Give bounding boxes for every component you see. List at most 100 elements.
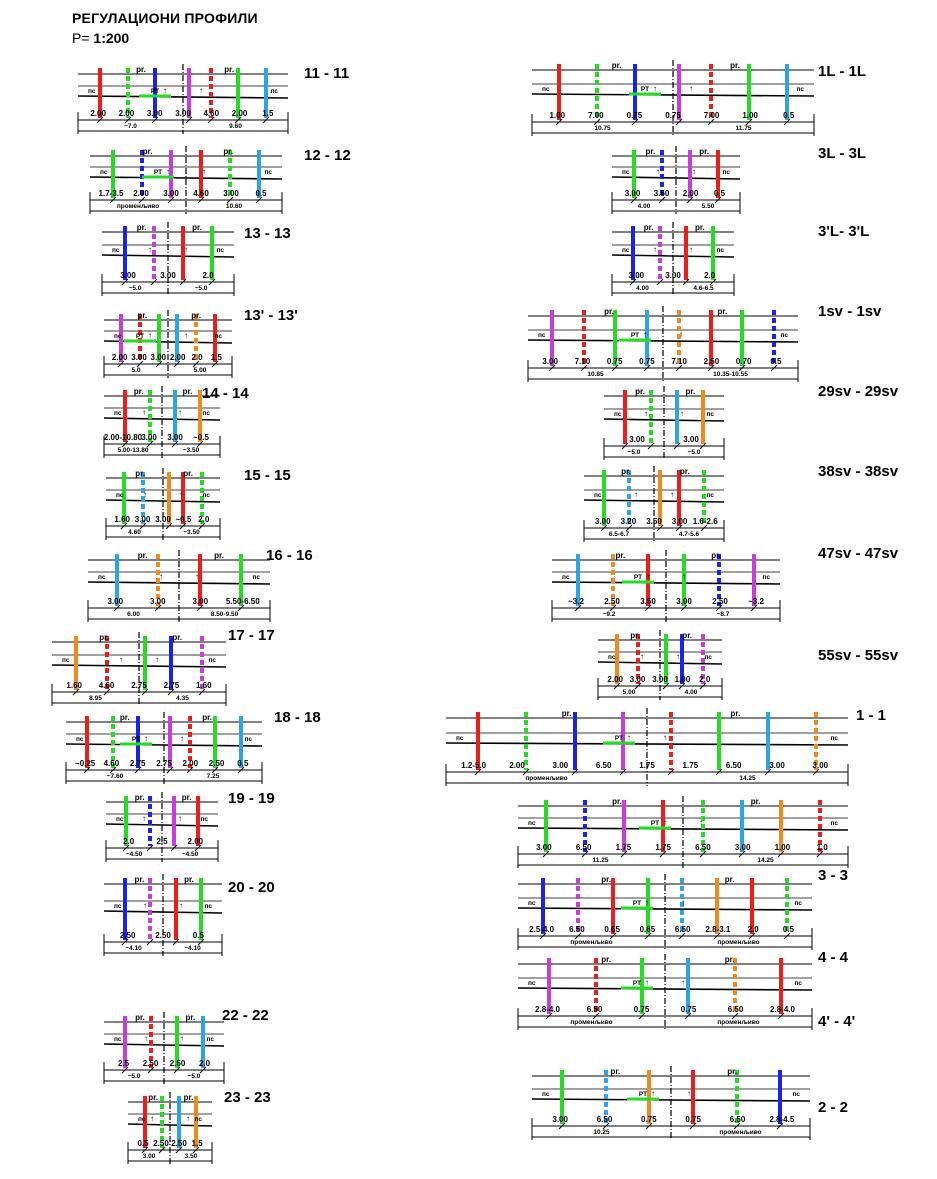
pr-label: pr.: [192, 223, 202, 232]
ps-label: пс: [116, 492, 124, 499]
pr-label: pr.: [616, 551, 626, 560]
dim-tick: [634, 682, 642, 690]
dimension-value: 1.75: [639, 761, 655, 770]
dimension-value: 2.0: [191, 353, 203, 362]
pr-label: pr.: [134, 387, 144, 396]
dimension-value: ~3.2: [748, 597, 764, 606]
dimension-value: 0.75: [639, 357, 655, 366]
profile-label: 55sv - 55sv: [818, 647, 899, 664]
dimension-value: 3.00: [813, 761, 829, 770]
profile-label: 4' - 4': [818, 1013, 855, 1030]
ps-label: пс: [112, 247, 120, 254]
total-value: ~5.0: [195, 285, 208, 292]
ps-label: пс: [270, 88, 278, 95]
dimension-value: 3.00: [175, 109, 191, 118]
dim-tick: [237, 604, 245, 612]
lane-arrow-icon: ↑: [651, 1089, 655, 1098]
total-value: променљиво: [717, 1019, 759, 1026]
profile-label: 16 - 16: [266, 547, 313, 564]
pr-label: pr.: [730, 61, 740, 70]
total-value: 6.5-6.7: [609, 531, 630, 538]
dim-tick: [745, 118, 753, 126]
dim-tick: [555, 118, 563, 126]
bike-label: РТ: [151, 88, 159, 95]
pr-label: pr.: [191, 311, 201, 320]
bike-label: РТ: [641, 86, 649, 93]
total-value: променљиво: [570, 1019, 612, 1026]
lane-arrow-icon: ↑: [645, 898, 649, 907]
ps-label: пс: [542, 86, 550, 93]
profile-label: 11 - 11: [304, 65, 349, 82]
profile-label: 1sv - 1sv: [818, 303, 882, 320]
dim-tick: [113, 604, 121, 612]
lane-arrow-icon: ↑: [644, 409, 648, 418]
dimension-value: 2.8-4.0: [770, 1005, 795, 1014]
ps-label: пс: [780, 332, 788, 339]
dim-tick: [713, 932, 721, 940]
dimension-value: 2.50: [209, 759, 225, 768]
ps-label: пс: [456, 735, 464, 742]
total-value: променљиво: [717, 939, 759, 946]
lane-arrow-icon: ↑: [180, 734, 184, 743]
dim-tick: [764, 768, 772, 776]
ps-label: пс: [704, 654, 712, 661]
profile-label: 38sv - 38sv: [818, 463, 899, 480]
dimension-value: 3.00: [135, 515, 151, 524]
dim-tick: [600, 524, 608, 532]
profile-label: 3 - 3: [818, 867, 848, 884]
total-value: 3.00: [143, 1153, 156, 1160]
ps-label: пс: [622, 169, 630, 176]
pr-label: pr.: [695, 223, 705, 232]
dimension-value: 2.0: [198, 515, 210, 524]
dimension-value: 7.00: [588, 111, 604, 120]
dim-tick: [539, 932, 547, 940]
total-value: ~5.0: [188, 1073, 201, 1080]
total-value: 4.7-5.6: [679, 531, 700, 538]
bike-label: РТ: [634, 574, 642, 581]
dimension-value: 3.50: [640, 597, 656, 606]
dimension-value: 0.75: [641, 1115, 657, 1124]
pr-label: pr.: [612, 797, 622, 806]
dimension-value: 2.00: [90, 109, 106, 118]
dimension-value: 3.00: [552, 1115, 568, 1124]
lane-arrow-icon: ↑: [195, 572, 199, 581]
dimension-value: 3.00: [553, 761, 569, 770]
dimension-value: 3.00: [192, 597, 208, 606]
bike-label: РТ: [631, 332, 639, 339]
dimension-value: 3.50: [646, 517, 662, 526]
total-value: ~7.0: [124, 123, 137, 130]
dimension-value: 3.00: [131, 353, 147, 362]
total-value: 5.0: [131, 367, 140, 374]
dim-tick: [812, 768, 820, 776]
page-title: РЕГУЛАЦИОНИ ПРОФИЛИ: [72, 10, 258, 26]
pr-label: pr.: [644, 223, 654, 232]
lane-arrow-icon: ↑: [186, 1114, 190, 1123]
total-value: ~3.50: [183, 447, 200, 454]
dimension-value: 2.8-3.1: [705, 925, 730, 934]
dimension-value: 1.6-2.6: [693, 517, 718, 526]
dim-tick: [680, 604, 688, 612]
profile-label: 13 - 13: [244, 225, 291, 242]
pr-label: pr.: [135, 469, 145, 478]
dim-tick: [134, 766, 142, 774]
dimension-value: 1.00: [775, 843, 791, 852]
dim-tick: [644, 932, 652, 940]
dimension-value: 1.75: [655, 843, 671, 852]
lane-arrow-icon: ↑: [119, 655, 123, 664]
ps-label: пс: [88, 88, 96, 95]
lane-arrow-icon: ↑: [184, 331, 188, 340]
dim-tick: [167, 688, 175, 696]
ps-label: пс: [796, 86, 804, 93]
dim-tick: [234, 116, 242, 124]
dimension-value: 3.00: [630, 675, 646, 684]
dim-tick: [629, 278, 637, 286]
ps-label: пс: [138, 1116, 146, 1123]
